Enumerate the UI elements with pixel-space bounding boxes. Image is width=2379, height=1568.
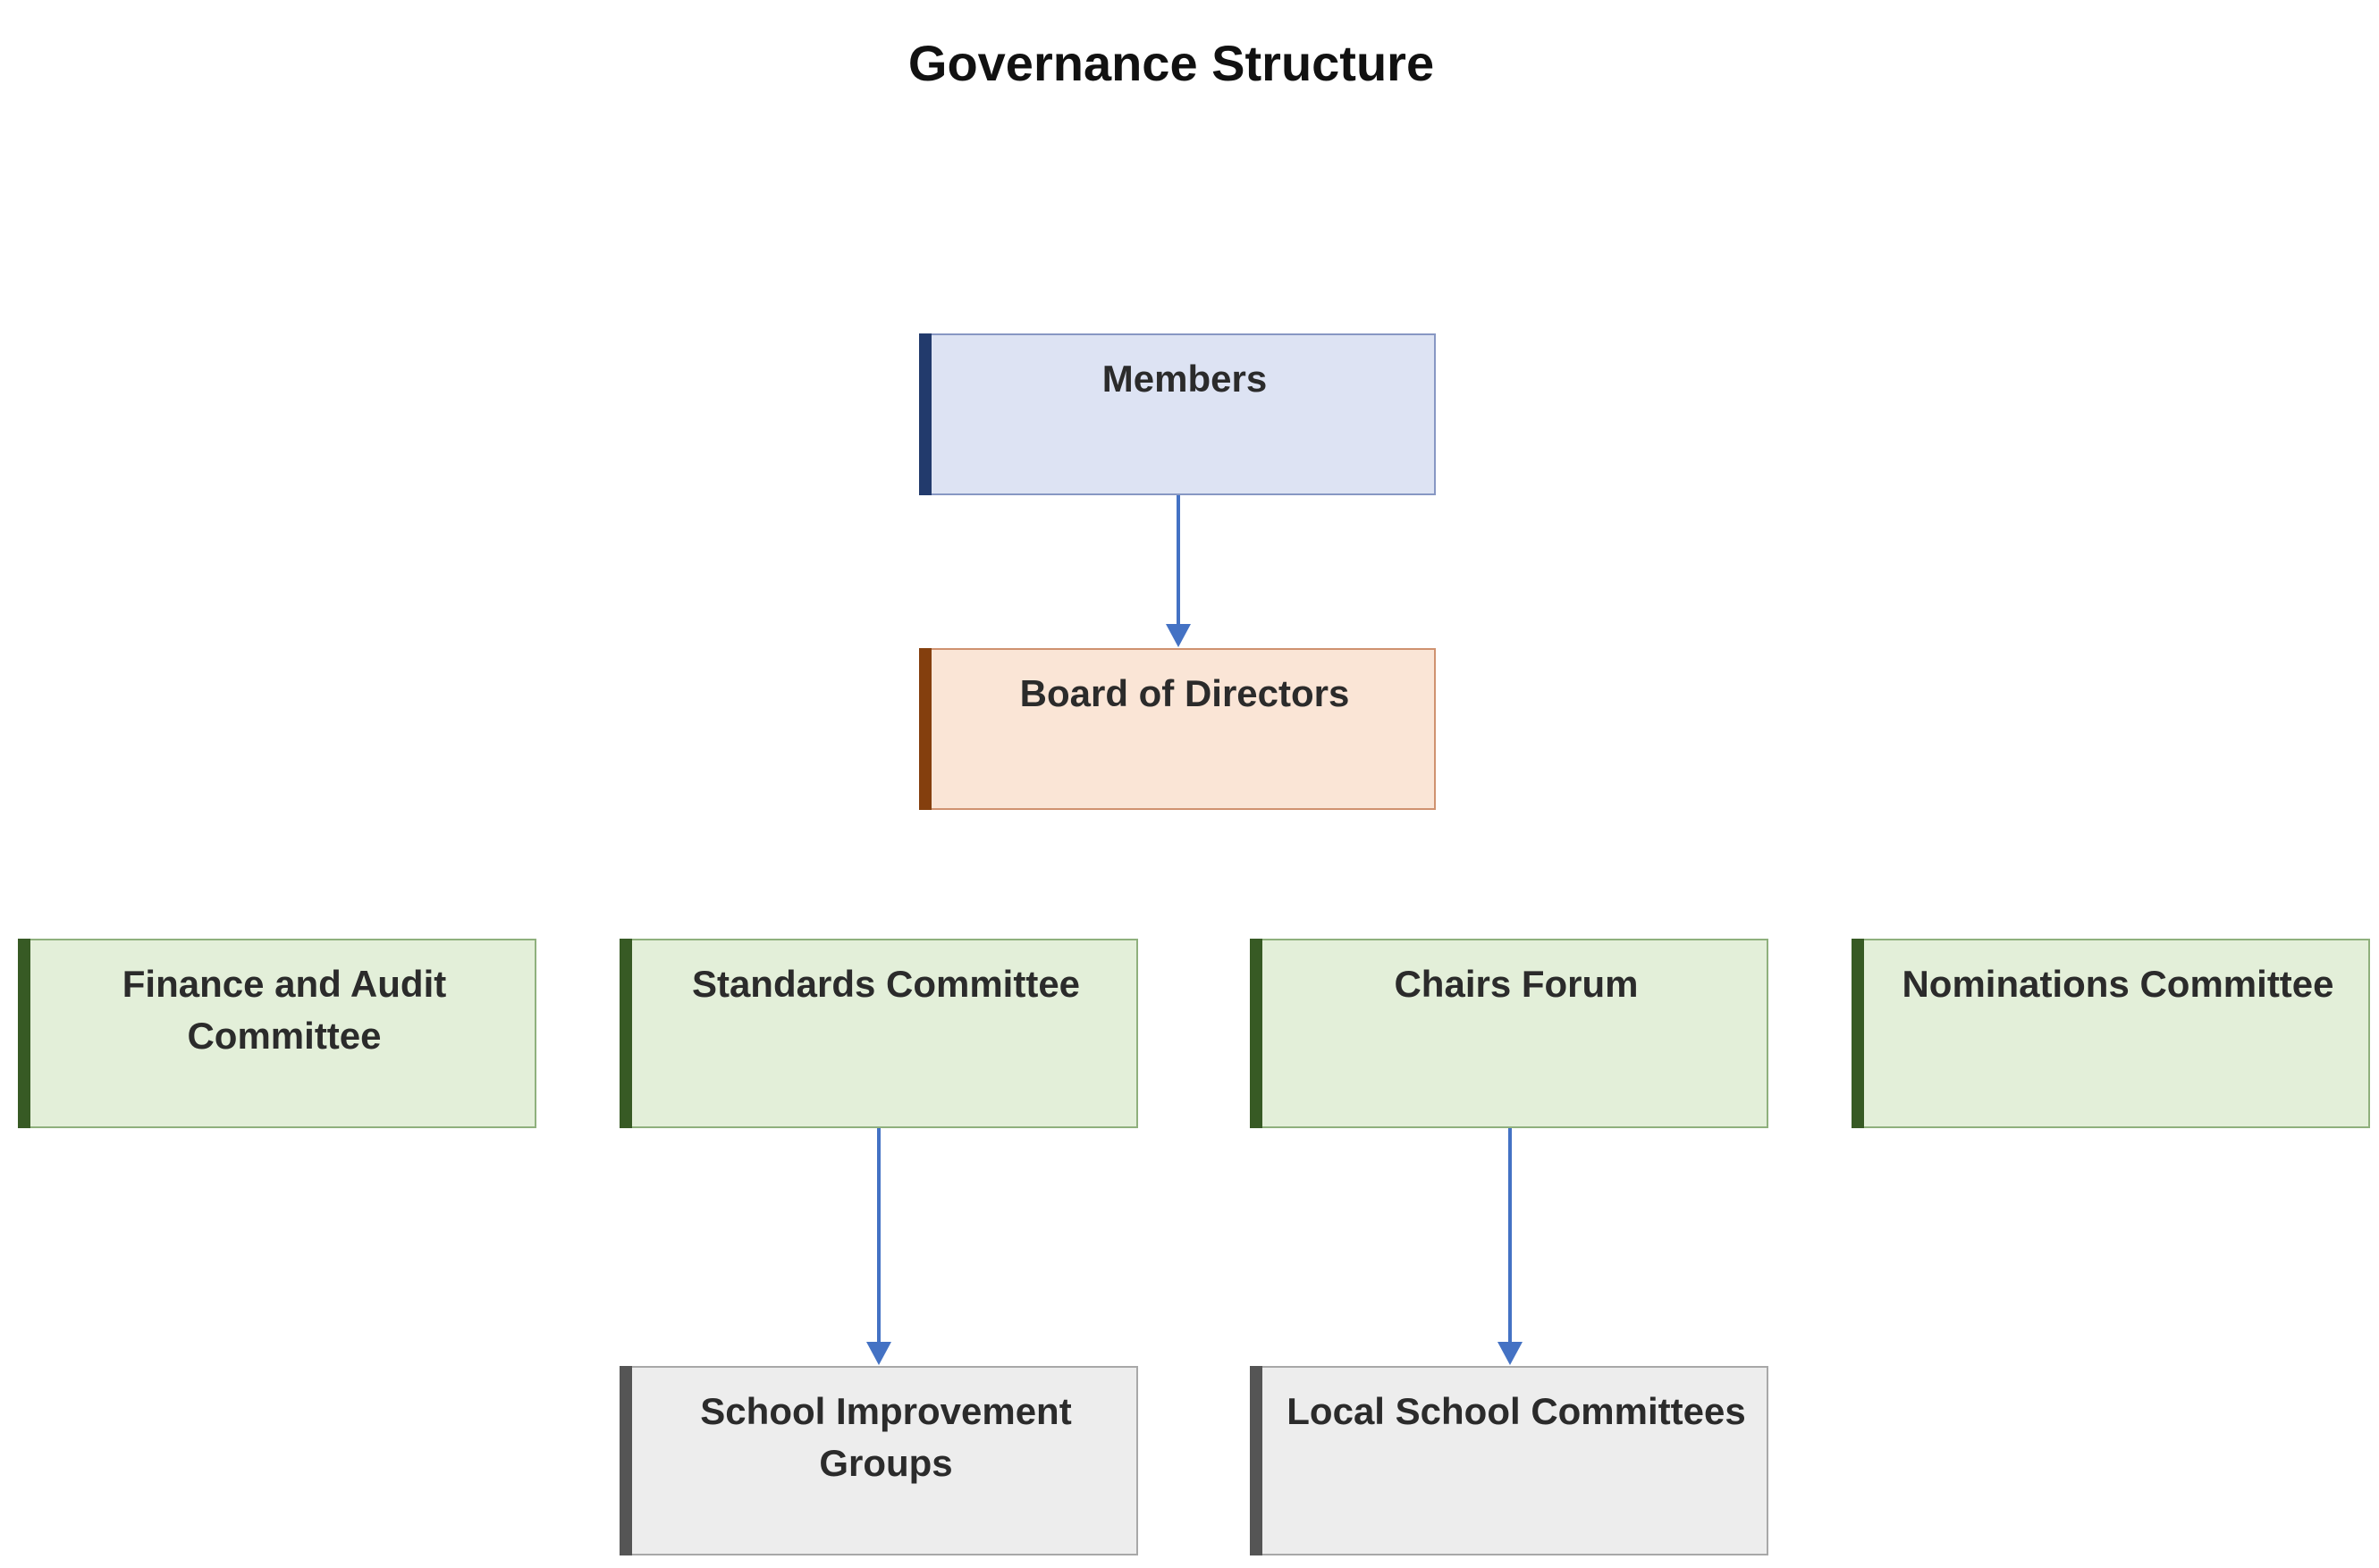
node-board-of-directors: Board of Directors bbox=[919, 648, 1436, 810]
node-accent-bar bbox=[919, 333, 932, 495]
arrow-standards-to-school-improvement bbox=[866, 1126, 891, 1365]
node-local-school-label: Local School Committees bbox=[1287, 1390, 1746, 1432]
node-standards-label: Standards Committee bbox=[691, 963, 1081, 1005]
node-school-improvement-groups: School Improvement Groups bbox=[620, 1366, 1138, 1555]
node-accent-bar bbox=[1250, 1366, 1262, 1555]
node-accent-bar bbox=[18, 939, 30, 1128]
diagram-title: Governance Structure bbox=[907, 35, 1435, 91]
node-local-school-committees: Local School Committees bbox=[1250, 1366, 1768, 1555]
node-accent-bar bbox=[620, 1366, 632, 1555]
node-finance-audit-committee: Finance and Audit Committee bbox=[18, 939, 536, 1128]
node-chairs-forum: Chairs Forum bbox=[1250, 939, 1768, 1128]
node-accent-bar bbox=[620, 939, 632, 1128]
node-board-label: Board of Directors bbox=[1019, 672, 1350, 714]
node-standards-committee: Standards Committee bbox=[620, 939, 1138, 1128]
node-chairs-label: Chairs Forum bbox=[1394, 963, 1639, 1005]
node-accent-bar bbox=[1250, 939, 1262, 1128]
arrow-members-to-board bbox=[1166, 495, 1191, 647]
node-school-improvement-label: School Improvement Groups bbox=[700, 1390, 1072, 1484]
node-accent-bar bbox=[1852, 939, 1864, 1128]
node-members: Members bbox=[919, 333, 1436, 495]
node-members-label: Members bbox=[1101, 358, 1268, 400]
node-nominations-label: Nominations Committee bbox=[1902, 963, 2334, 1005]
node-nominations-committee: Nominations Committee bbox=[1852, 939, 2370, 1128]
node-accent-bar bbox=[919, 648, 932, 810]
arrow-chairs-to-local-school bbox=[1497, 1125, 1523, 1365]
node-finance-label: Finance and Audit Committee bbox=[122, 963, 447, 1057]
